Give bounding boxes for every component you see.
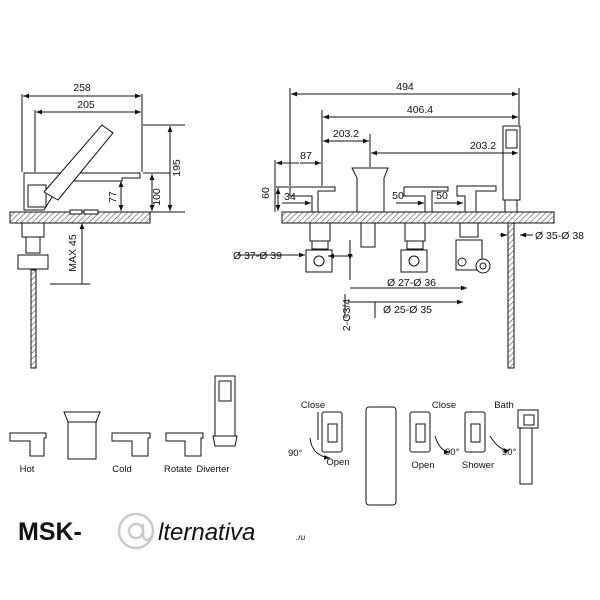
op-right-handle-1: [409, 411, 431, 453]
watermark-prefix: MSK-: [18, 518, 82, 546]
side-hose: [30, 269, 37, 369]
watermark-tld: .ru: [296, 533, 306, 542]
front-hot-handle: [289, 186, 336, 213]
dim-87: 87: [300, 150, 312, 162]
rotation-arrow-icon: [309, 437, 331, 460]
label-cold: Cold: [112, 464, 132, 475]
rotation-arrow-icon: [489, 435, 511, 454]
dim-50-left: 50: [392, 190, 404, 202]
dim-50-right: 50: [436, 190, 448, 202]
dim-phi37-39: Ø 37-Ø 39: [233, 250, 282, 262]
side-view: [9, 93, 185, 369]
side-handshower: [43, 124, 114, 201]
front-cold-handle: [403, 186, 449, 213]
op-90-right2: 90°: [502, 447, 517, 458]
op-spout: [365, 406, 397, 506]
dim-max45: MAX 45: [67, 234, 79, 272]
op-90-right1: 90°: [445, 447, 460, 458]
dim-phi35-38: Ø 35-Ø 38: [535, 230, 584, 242]
component-rotate: [165, 432, 204, 457]
dim-203-right: 203.2: [470, 140, 496, 152]
dim-77: 77: [107, 191, 119, 203]
op-close-left: Close: [301, 400, 325, 411]
label-diverter: Diverter: [196, 464, 229, 475]
rotation-arrow-icon: [434, 435, 451, 455]
op-close-right: Close: [432, 400, 456, 411]
dim-phi25-35: Ø 25-Ø 35: [383, 304, 432, 316]
dim-205: 205: [77, 99, 95, 111]
op-open-right: Open: [411, 460, 434, 471]
op-90-left: 90°: [288, 448, 303, 459]
label-hot: Hot: [20, 464, 35, 475]
dim-34: 34: [284, 191, 296, 203]
component-handshower: [214, 375, 236, 437]
front-spout: [351, 167, 389, 213]
label-rotate: Rotate: [164, 464, 192, 475]
dim-g3-4: 2-G3/4: [341, 299, 353, 331]
component-spout: [63, 411, 101, 460]
front-diverter-handle: [456, 185, 497, 213]
dim-195: 195: [171, 159, 183, 177]
op-right-handle-2: [464, 411, 486, 453]
dim-494: 494: [396, 81, 414, 93]
dim-100: 100: [151, 188, 163, 206]
op-left-handle: [321, 411, 343, 453]
dim-60: 60: [260, 187, 272, 199]
watermark-suffix: lternativa: [158, 519, 255, 546]
component-hot: [9, 432, 47, 457]
dim-406: 406.4: [407, 104, 433, 116]
op-shower: Shower: [462, 460, 494, 471]
component-cold: [111, 432, 151, 457]
front-deck: [281, 211, 555, 224]
watermark-at-icon: [117, 512, 155, 550]
op-open-left: Open: [326, 457, 349, 468]
dim-phi27-36: Ø 27-Ø 36: [387, 277, 436, 289]
operation-diagrams: [309, 406, 539, 506]
dim-203-left: 203.2: [333, 128, 359, 140]
components: [9, 375, 238, 460]
op-bath: Bath: [494, 400, 514, 411]
front-hose: [507, 222, 515, 369]
dim-258: 258: [73, 82, 91, 94]
front-view: [238, 88, 555, 369]
watermark: MSK- lternativa .ru: [18, 512, 306, 550]
